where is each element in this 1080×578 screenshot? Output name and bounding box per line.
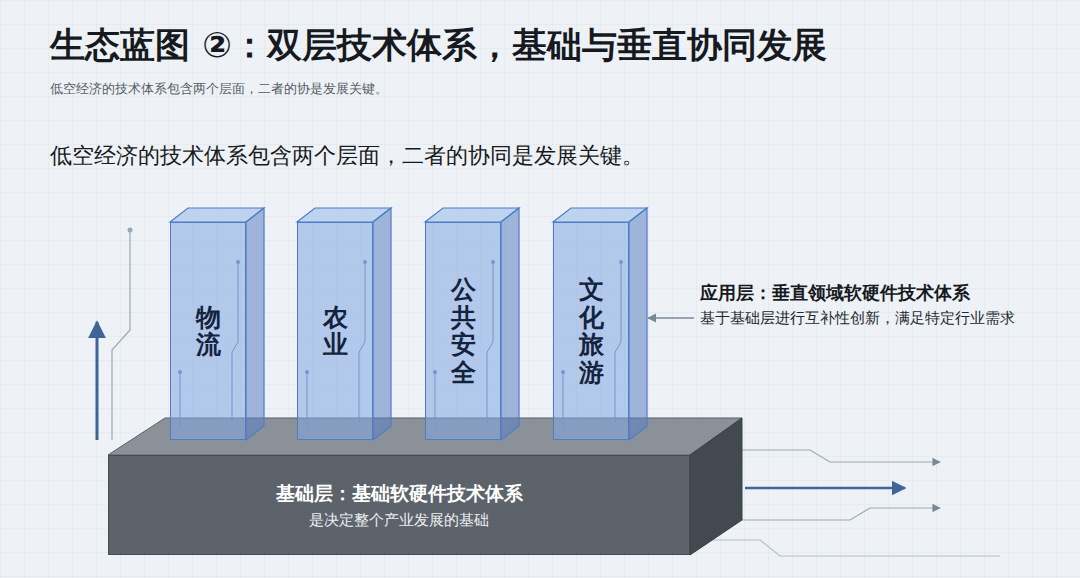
pillar-label: 物流 [196, 304, 221, 359]
title: 生态蓝图 ②：双层技术体系，基础与垂直协同发展 [50, 22, 827, 69]
up-arrow [96, 322, 99, 440]
pillar-side-face [373, 208, 391, 440]
pillar-box: 文化旅游 [553, 222, 629, 440]
circuit-line [700, 540, 1000, 556]
layer-description: 基于基础层进行互补性创新，满足特定行业需求 [700, 308, 1030, 329]
pillar-label: 文化旅游 [579, 276, 604, 386]
pillar-side-face [501, 208, 519, 440]
pillar-label: 公共安全 [451, 276, 476, 386]
pillar-box: 公共安全 [425, 222, 501, 440]
flow-arrow [745, 487, 905, 490]
circuit-line [740, 508, 940, 520]
circuit-line [112, 230, 130, 440]
pillar-box: 农业 [297, 222, 373, 440]
lead-text: 低空经济的技术体系包含两个层面，二者的协同是发展关键。 [50, 141, 644, 172]
leader-arrow [648, 317, 694, 318]
layer-heading: 应用层：垂直领域软硬件技术体系 [700, 280, 970, 305]
base-side-face [690, 418, 742, 555]
pillar-box: 物流 [170, 222, 246, 440]
layer-title: 基础层：基础软硬件技术体系 [276, 481, 523, 507]
pillar-label: 农业 [323, 304, 348, 359]
layer-note: 是决定整个产业发展的基础 [309, 511, 489, 530]
pillar-side-face [246, 208, 264, 440]
circuit-line [740, 450, 940, 462]
subtitle: 低空经济的技术体系包含两个层面，二者的协是发展关键。 [50, 80, 388, 98]
pillar-side-face [629, 208, 647, 440]
base-slab: 基础层：基础软硬件技术体系是决定整个产业发展的基础 [108, 455, 690, 555]
